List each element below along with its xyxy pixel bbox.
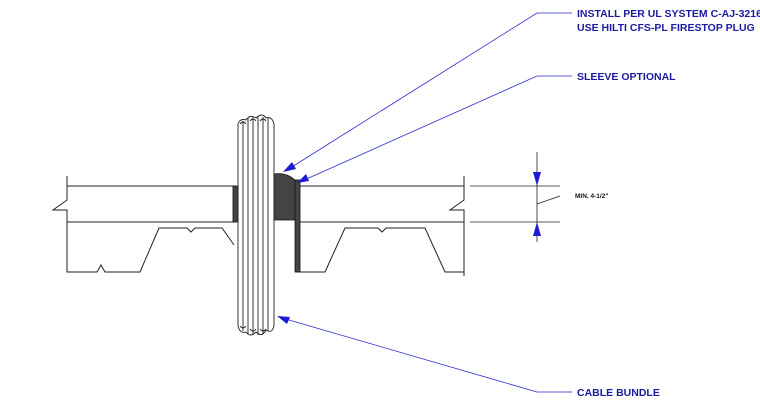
leader-sleeve-arrow <box>297 174 309 183</box>
dimension-slab-thickness <box>470 152 561 242</box>
dimension-arrow-top <box>533 172 541 186</box>
callout-install-line1: INSTALL PER UL SYSTEM C-AJ-3216 <box>577 8 760 20</box>
dimension-arrow-bottom <box>533 222 541 236</box>
callout-install-line2: USE HILTI CFS-PL FIRESTOP PLUG <box>577 22 755 34</box>
leader-cable <box>281 317 572 393</box>
callout-sleeve: SLEEVE OPTIONAL <box>577 71 676 83</box>
leader-install <box>286 12 572 171</box>
dimension-label: MIN. 4-1/2" <box>575 193 608 200</box>
cable-bundle <box>237 114 275 336</box>
right-slab <box>296 176 465 276</box>
leader-sleeve <box>301 75 572 182</box>
leader-install-arrow <box>283 162 296 172</box>
callout-cable: CABLE BUNDLE <box>577 387 660 399</box>
leader-cable-arrow <box>277 316 290 324</box>
firestop-plug <box>232 173 301 273</box>
left-slab <box>51 176 235 273</box>
